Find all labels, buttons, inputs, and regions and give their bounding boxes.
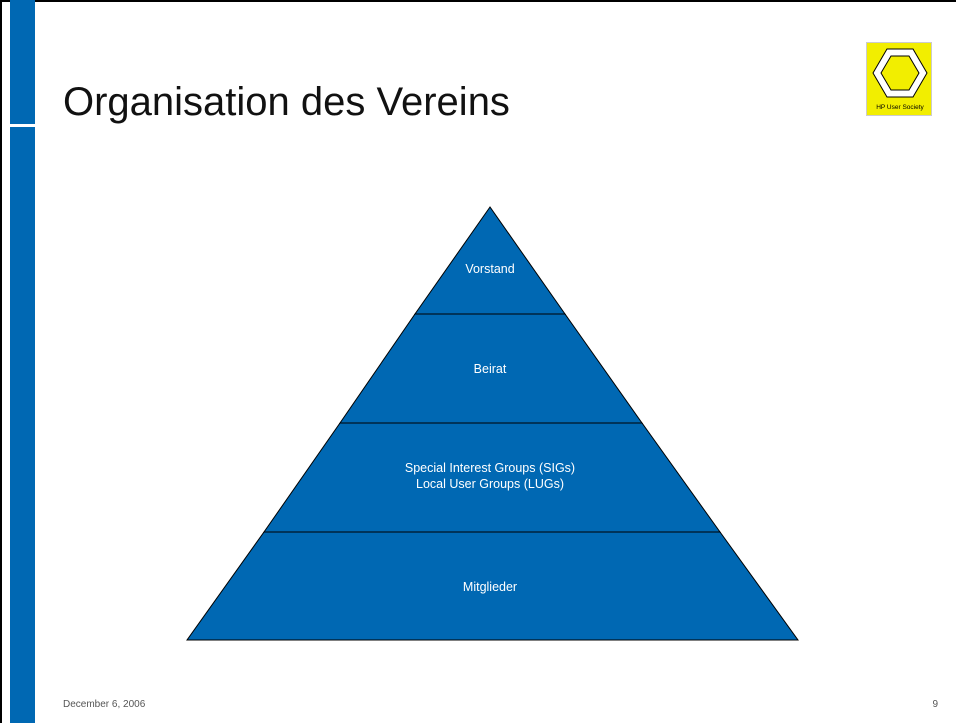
pyramid-label-mitglieder: Mitglieder (462, 580, 518, 594)
page-number: 9 (932, 699, 938, 710)
pyramid-label-groups: Special Interest Groups (SIGs) Local Use… (404, 461, 576, 491)
pyramid-label-beirat: Beirat (473, 362, 507, 376)
logo-caption: HP User Society (876, 104, 924, 111)
slide-title: Organisation des Vereins (63, 80, 510, 124)
pyramid-level-mitglieder (186, 531, 799, 641)
hexagon-ring-icon (872, 48, 928, 98)
hp-user-society-logo: HP User Society (866, 42, 932, 116)
footer-date: December 6, 2006 (63, 699, 146, 710)
pyramid-label-vorstand: Vorstand (465, 262, 515, 276)
left-accent-bar (10, 0, 35, 723)
left-accent-tick (10, 124, 50, 127)
